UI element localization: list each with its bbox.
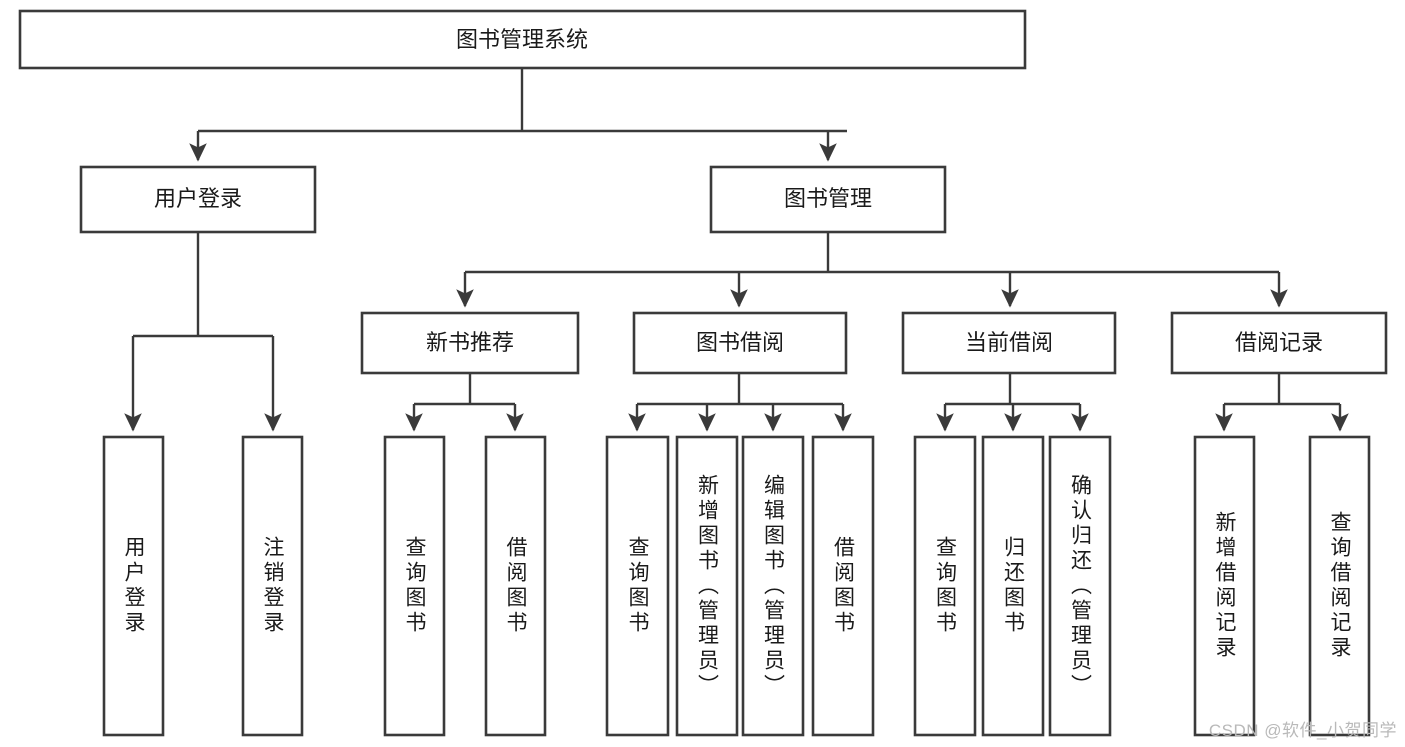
leaf-box-query-book-3[interactable] xyxy=(913,435,977,737)
connector-borrow-to-leaves xyxy=(628,373,852,432)
node-user-login-label: 用户登录 xyxy=(154,186,242,211)
watermark: CSDN @软件_小贺同学 xyxy=(1208,721,1397,740)
connector-userlogin-to-leaves xyxy=(124,232,282,432)
node-user-login[interactable]: 用户登录 xyxy=(79,165,317,234)
leaf-box-query-book-2[interactable] xyxy=(605,435,670,737)
node-root[interactable]: 图书管理系统 xyxy=(18,9,1027,70)
node-root-label: 图书管理系统 xyxy=(456,27,588,52)
node-book-management-label: 图书管理 xyxy=(784,186,872,211)
leaf-box-add-record[interactable] xyxy=(1193,435,1256,737)
node-borrow-record[interactable]: 借阅记录 xyxy=(1170,311,1388,375)
leaf-box-borrow-book-2[interactable] xyxy=(811,435,875,737)
node-current-borrow-label: 当前借阅 xyxy=(965,330,1053,355)
leaf-box-query-book-1[interactable] xyxy=(383,435,446,737)
node-book-borrow-label: 图书借阅 xyxy=(696,330,784,355)
connector-current-to-leaves xyxy=(936,373,1089,432)
connector-newbook-to-leaves xyxy=(405,373,524,432)
node-book-borrow[interactable]: 图书借阅 xyxy=(632,311,848,375)
leaf-box-user-login[interactable] xyxy=(102,435,165,737)
node-borrow-record-label: 借阅记录 xyxy=(1235,330,1323,355)
leaf-box-borrow-book-1[interactable] xyxy=(484,435,547,737)
node-current-borrow[interactable]: 当前借阅 xyxy=(901,311,1117,375)
leaf-box-query-record[interactable] xyxy=(1308,435,1371,737)
leaf-box-logout[interactable] xyxy=(241,435,304,737)
connector-bookmgmt-to-level3 xyxy=(456,232,1288,308)
connector-root-to-level2 xyxy=(189,68,847,162)
node-book-management[interactable]: 图书管理 xyxy=(709,165,947,234)
node-new-book-recommend-label: 新书推荐 xyxy=(426,330,514,355)
leaf-box-edit-book[interactable] xyxy=(741,435,805,737)
leaf-box-add-book[interactable] xyxy=(675,435,739,737)
node-new-book-recommend[interactable]: 新书推荐 xyxy=(360,311,580,375)
leaf-box-return-book[interactable] xyxy=(981,435,1045,737)
leaf-box-confirm-return[interactable] xyxy=(1048,435,1112,737)
connector-record-to-leaves xyxy=(1215,373,1349,432)
